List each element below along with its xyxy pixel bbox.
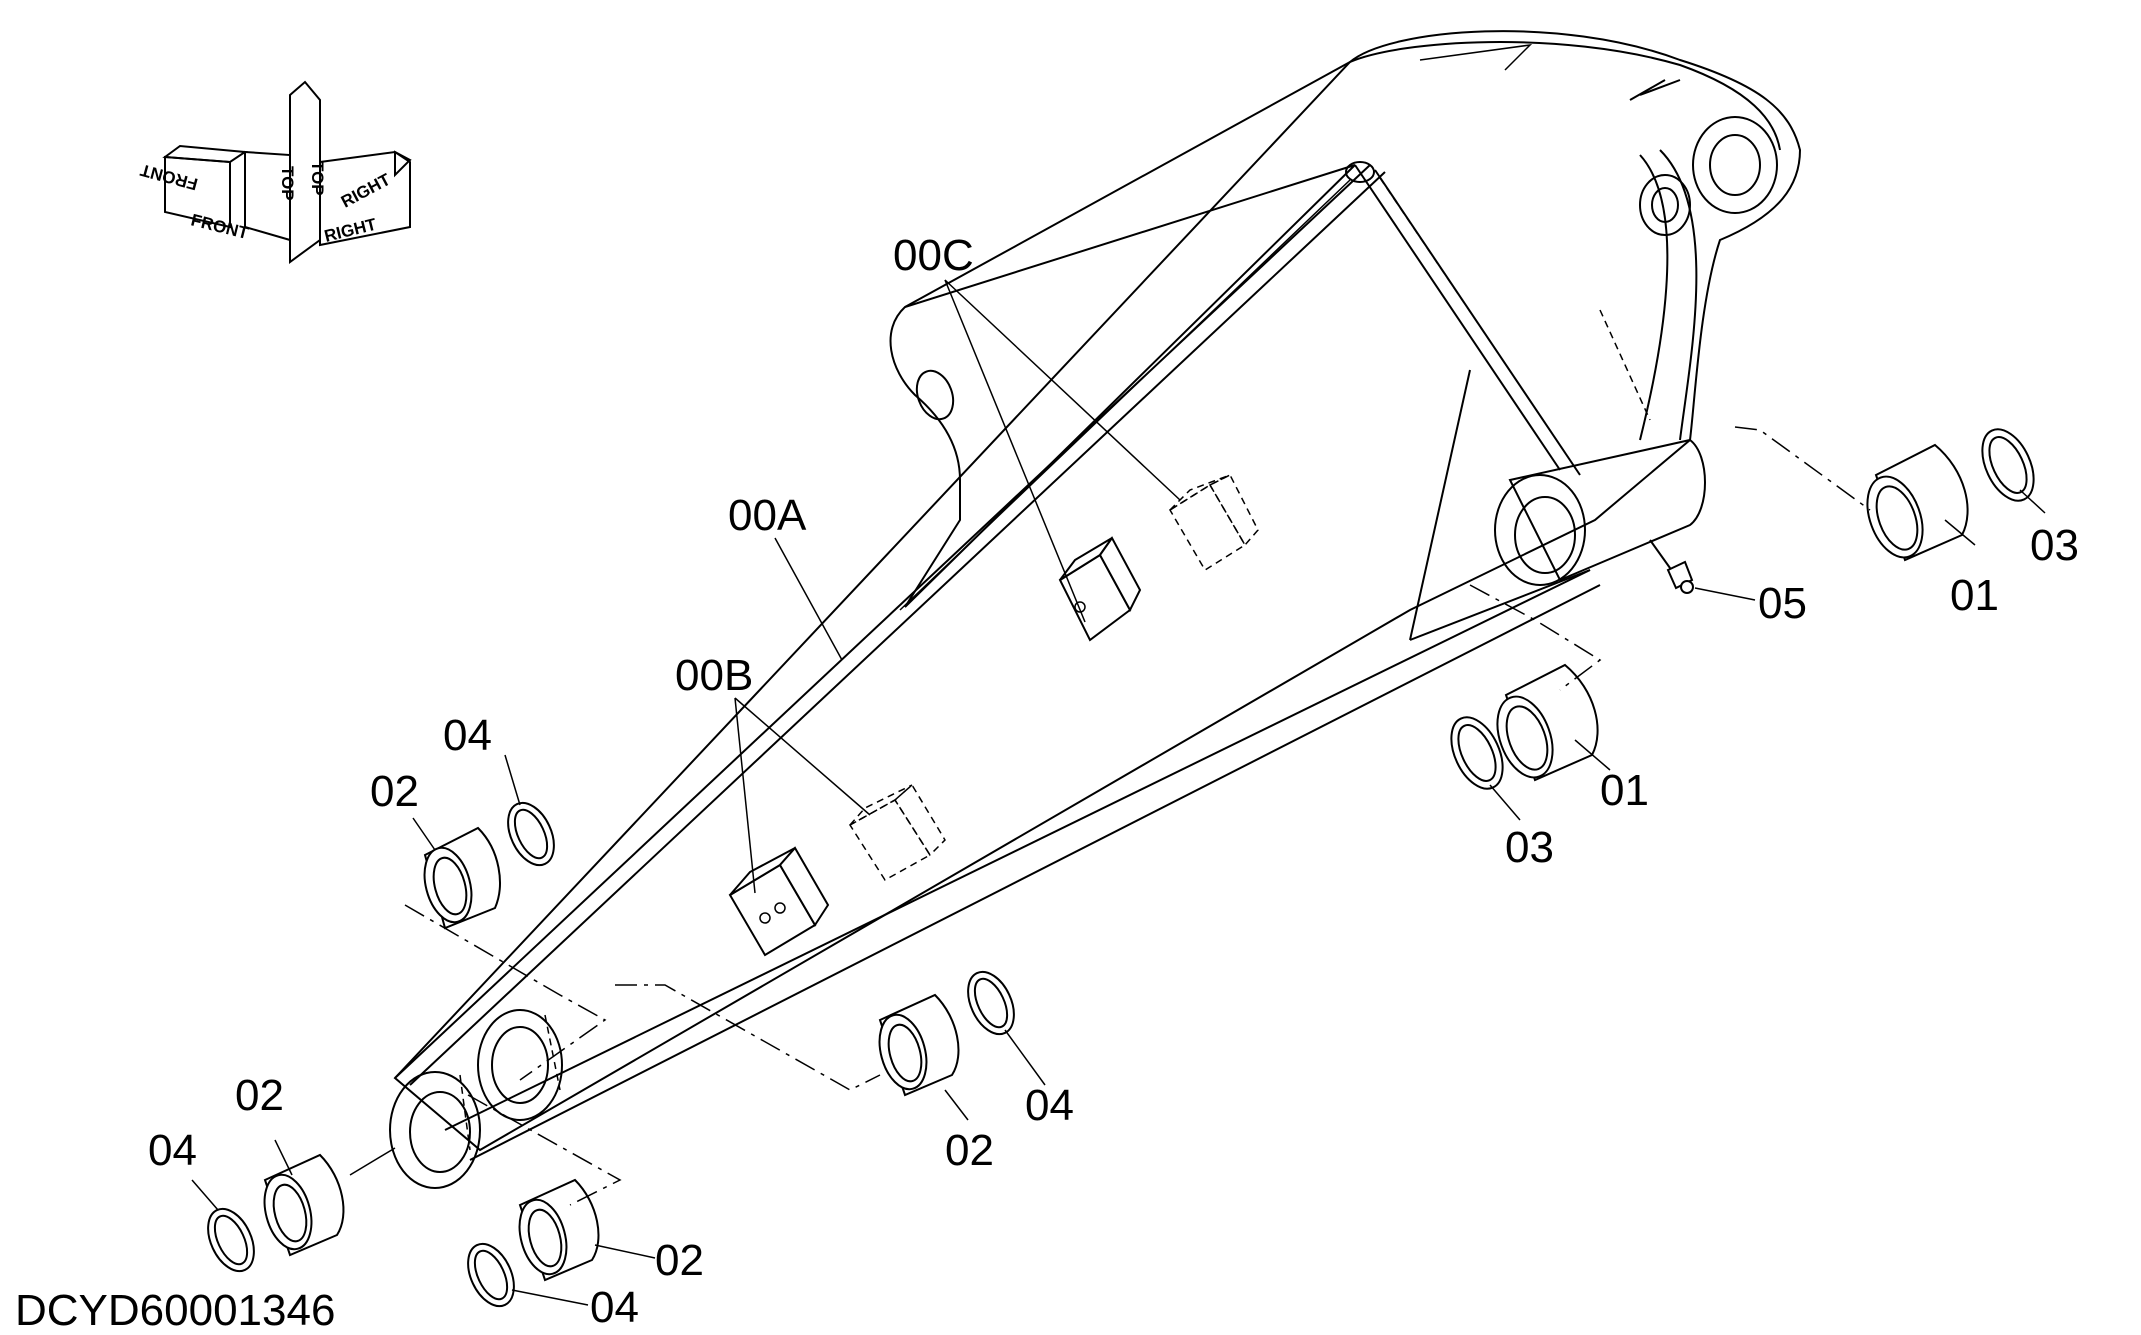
- label-00A: 00A: [728, 491, 807, 540]
- label-02-lower-mid: 02: [655, 1236, 704, 1285]
- wear-pad-00C-solid: [1058, 536, 1142, 642]
- bushing-01-lower: [1496, 663, 1599, 782]
- label-04-lower-mid: 04: [590, 1283, 639, 1332]
- leader-lines: [191, 279, 2046, 1306]
- assembly-centerlines: [349, 426, 1871, 1206]
- wear-pad-00B-hidden: [848, 783, 946, 881]
- label-01-upper: 01: [1950, 571, 1999, 620]
- label-03-upper: 03: [2030, 521, 2079, 570]
- drawing-code: DCYD60001346: [15, 1286, 335, 1335]
- label-04-mid: 04: [1025, 1081, 1074, 1130]
- label-00C: 00C: [893, 231, 974, 280]
- arm-body: [389, 30, 1802, 1189]
- front-arrow-label-mirror: FRONT: [138, 160, 200, 194]
- bushing-02-mid: [878, 993, 960, 1097]
- label-01-lower: 01: [1600, 766, 1649, 815]
- front-arrow-label: FRONT: [189, 210, 251, 243]
- wear-pad-00B-solid: [728, 846, 830, 957]
- callout-labels: 00A 00B 00C 01 03 05 01 03 04 02 04 02 0…: [148, 231, 2079, 1332]
- top-arrow-label: TOP: [278, 166, 297, 201]
- bushing-02-lower-mid: [518, 1178, 600, 1282]
- right-arrow-label: RIGHT: [322, 215, 379, 246]
- ring-03-upper: [1981, 428, 2035, 502]
- top-arrow-label-mirror: TOP: [308, 161, 327, 196]
- label-02-lower-left: 02: [235, 1071, 284, 1120]
- ring-04-mid: [967, 970, 1015, 1036]
- bushing-01-upper: [1866, 443, 1969, 562]
- label-04-lower-left: 04: [148, 1126, 197, 1175]
- bushing-02-upper-left: [423, 826, 501, 930]
- label-00B: 00B: [675, 651, 753, 700]
- label-03-lower: 03: [1505, 823, 1554, 872]
- ring-04-lower-mid: [467, 1242, 515, 1308]
- label-04-upper-left: 04: [443, 711, 492, 760]
- grease-fitting-05: [1649, 539, 1694, 594]
- label-02-upper-left: 02: [370, 767, 419, 816]
- label-05: 05: [1758, 579, 1807, 628]
- ring-03-lower: [1450, 716, 1504, 790]
- orientation-indicator: FRONT FRONT TOP TOP RIGHT RIGHT: [138, 80, 412, 264]
- label-02-mid: 02: [945, 1126, 994, 1175]
- ring-04-lower-left: [207, 1207, 255, 1273]
- wear-pad-00C-hidden: [1168, 473, 1259, 572]
- bushing-02-lower-left: [263, 1153, 345, 1257]
- right-arrow-label-mirror: RIGHT: [338, 170, 394, 212]
- ring-04-upper-left: [507, 801, 555, 867]
